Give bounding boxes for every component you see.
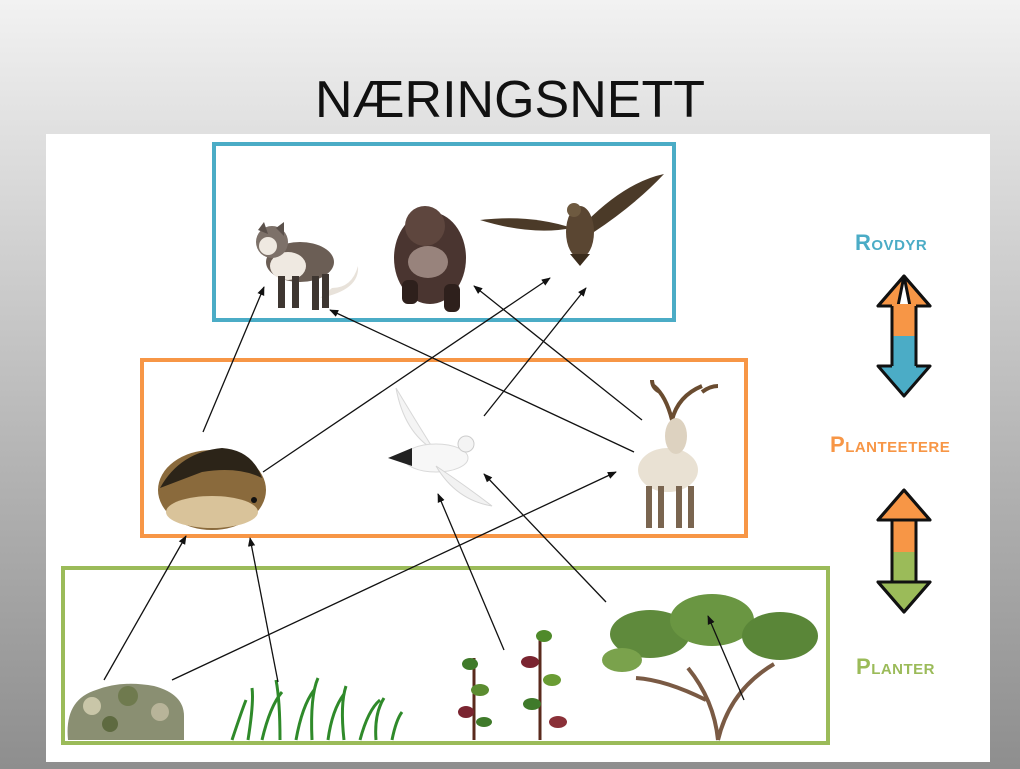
arrow-reindeer-to-wolverine: [474, 286, 642, 420]
plants-label: Planter: [856, 654, 935, 680]
dwarf-birch-icon: [602, 594, 818, 740]
herbivores-label: Planteetere: [830, 432, 950, 458]
predators-label: Rovdyr: [855, 230, 927, 256]
arctic-fox-icon: [256, 222, 358, 310]
reindeer-icon: [638, 380, 718, 528]
arrow-lichen-to-lemming: [104, 536, 186, 680]
eagle-icon: [480, 174, 664, 266]
arrow-grass-to-lemming: [250, 538, 278, 682]
arrow-berry-to-ptarmigan: [438, 494, 504, 650]
double-arrow-herbivore-plant: [878, 490, 930, 612]
ptarmigan-icon: [388, 388, 492, 506]
arrow-ptarmigan-to-eagle: [484, 288, 586, 416]
double-arrow-predator-herbivore: [878, 276, 930, 396]
arrow-reindeer-to-fox: [330, 310, 634, 452]
lemming-icon: [158, 448, 266, 530]
arrow-lemming-to-eagle: [263, 278, 550, 472]
berry-shrub-icon: [458, 630, 567, 740]
wolverine-icon: [394, 206, 466, 312]
grass-icon: [232, 678, 402, 740]
lichen-icon: [68, 684, 184, 740]
